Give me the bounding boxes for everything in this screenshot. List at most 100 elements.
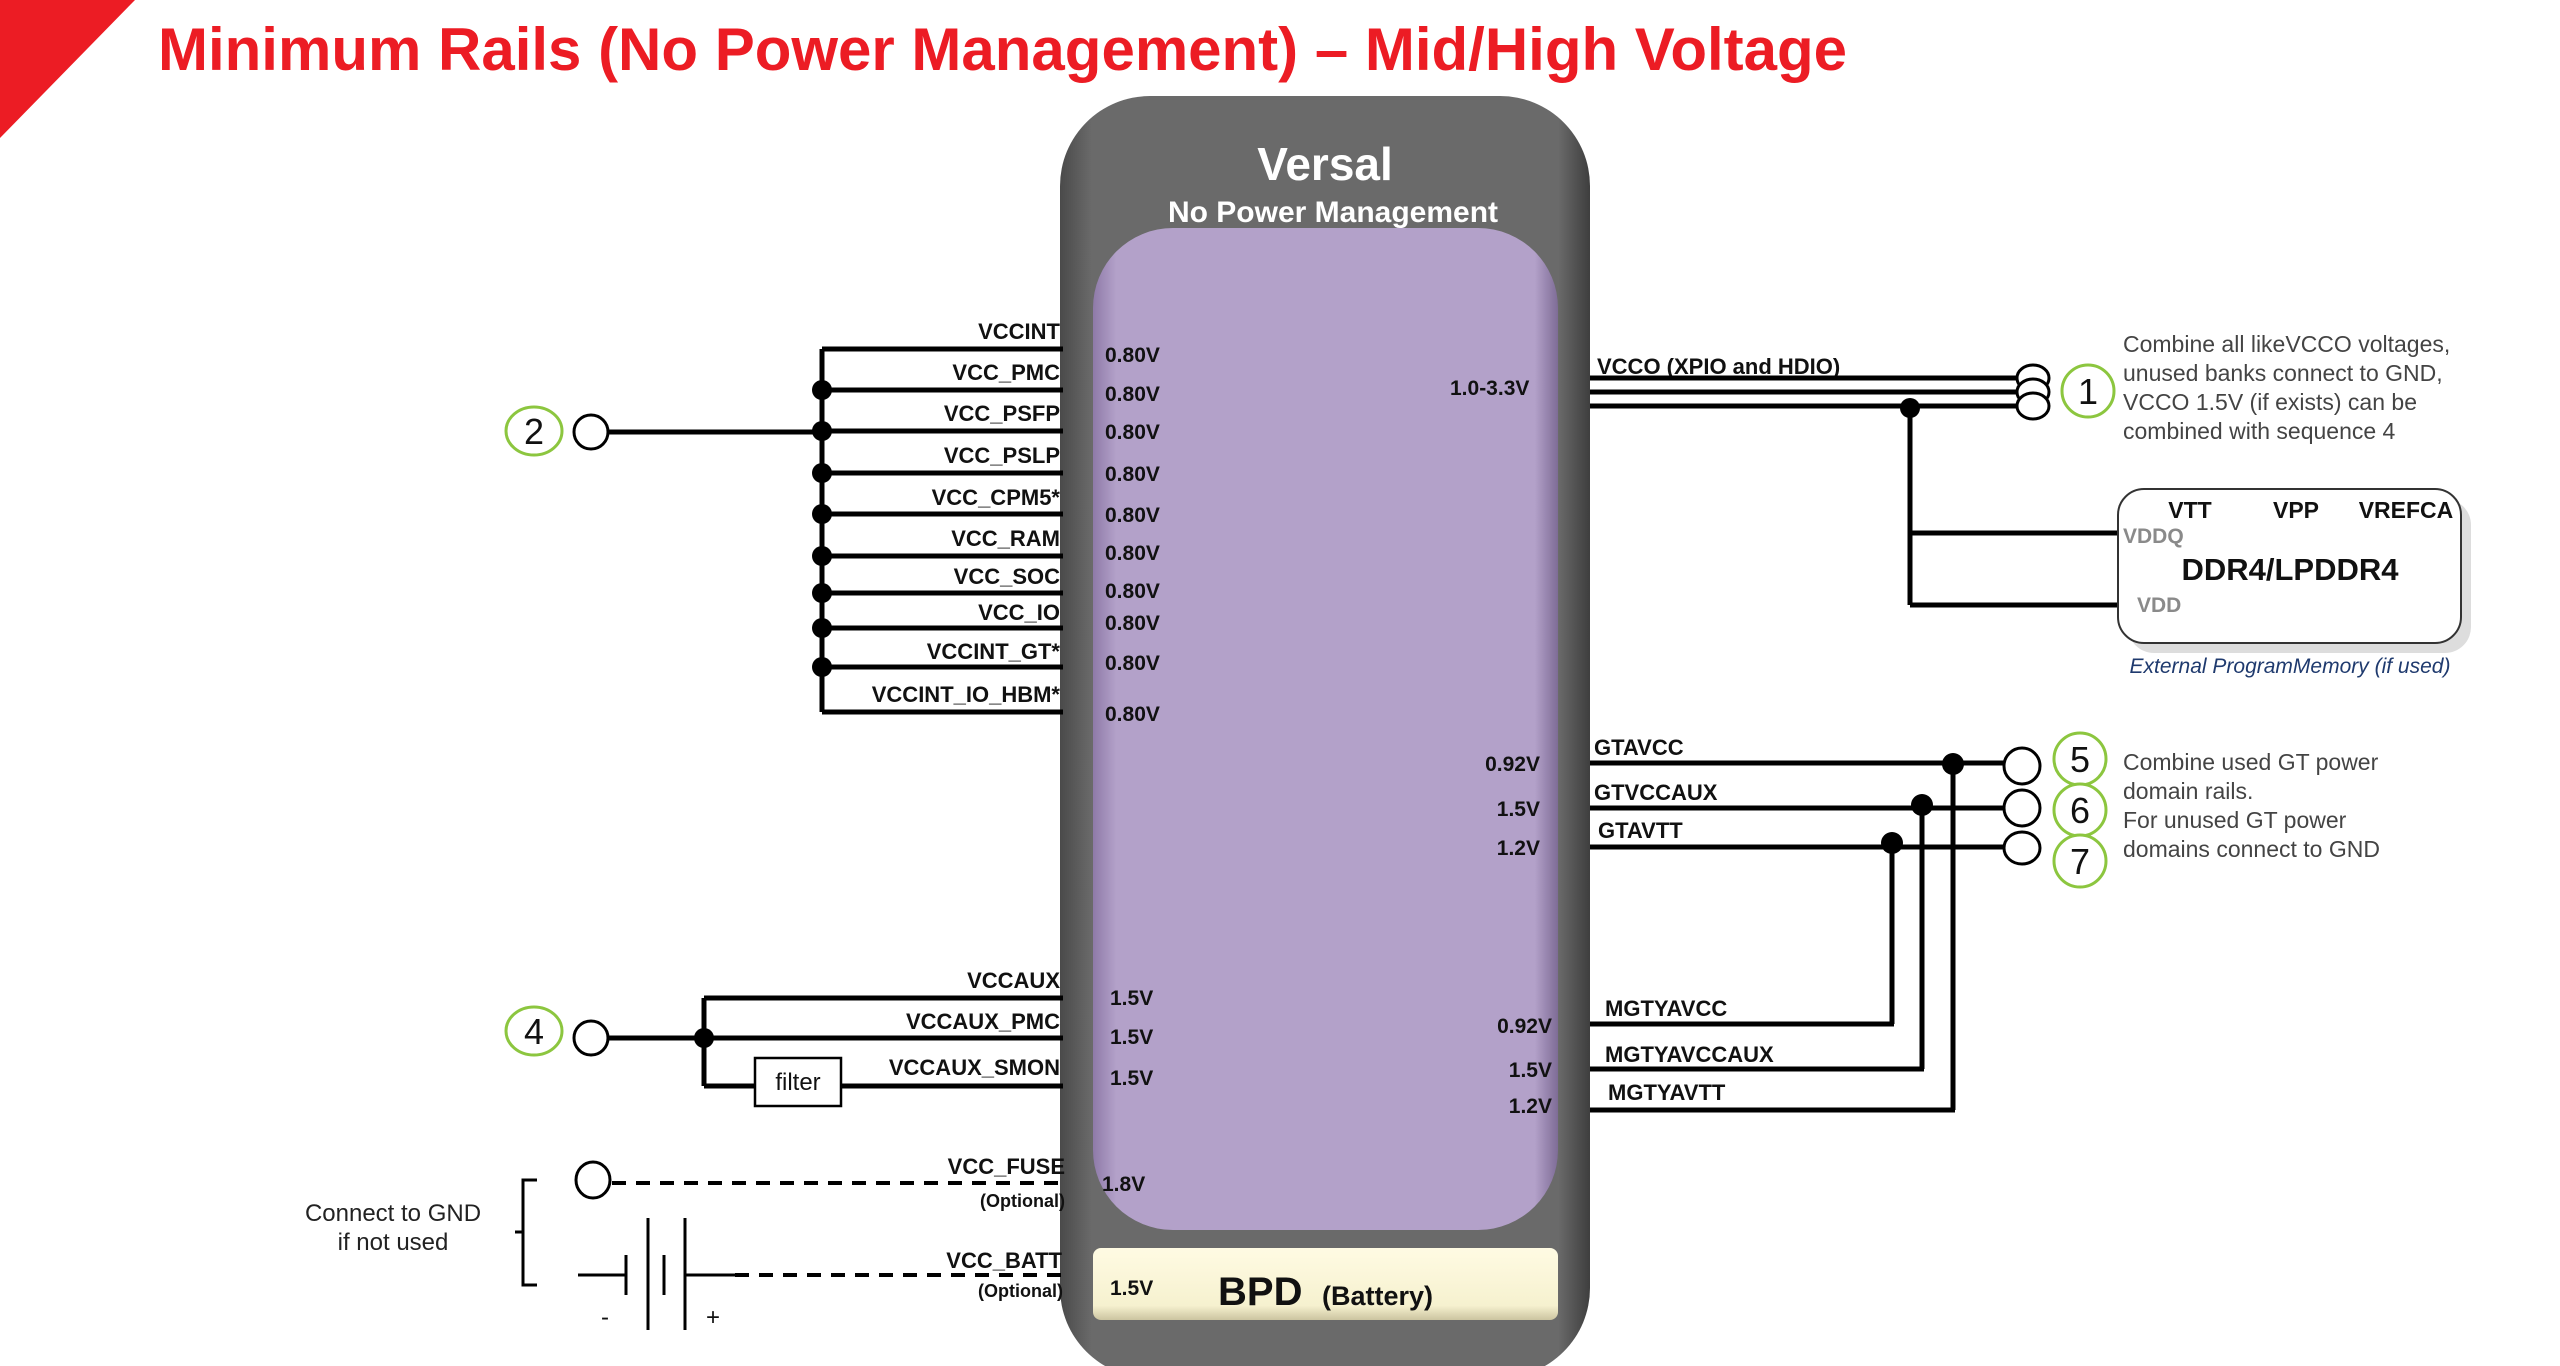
ddr-pin: VTT <box>2168 497 2211 523</box>
note-line: VCCO 1.5V (if exists) can be <box>2123 389 2417 415</box>
rail-label: VCC_CPM5* <box>932 485 1061 510</box>
ddr-title: DDR4/LPDDR4 <box>2181 552 2399 587</box>
gnd-note-line: if not used <box>338 1229 449 1256</box>
sequence-marker <box>2060 363 2116 419</box>
terminal-circle[interactable] <box>572 1019 610 1057</box>
rail-voltage: 0.80V <box>1105 703 1160 726</box>
sequence-number: 4 <box>524 1011 544 1052</box>
note-line: unused banks connect to GND, <box>2123 360 2443 386</box>
rail-row: VCC_PSFP 0.80V <box>812 401 1160 444</box>
chip-core-region <box>1093 228 1558 1230</box>
bpd-sub: (Battery) <box>1322 1281 1433 1311</box>
rail-voltage: 1.8V <box>1102 1173 1145 1196</box>
terminal-circle[interactable] <box>2015 391 2051 421</box>
rail-row: VCCINT 0.80V <box>822 319 1160 367</box>
rail-voltage: 1.5V <box>1509 1059 1552 1082</box>
optional-rails: VCC_FUSE (Optional) 1.8V - + VCC_BATT (O… <box>305 1154 1145 1331</box>
optional-tag: (Optional) <box>980 1191 1065 1211</box>
rail-label: VCCINT <box>978 319 1060 344</box>
rail-label: VCC_IO <box>978 600 1060 625</box>
rail-group-sequence-2: VCCINT0.80VVCC_PMC0.80VVCC_PSFP0.80VVCC_… <box>812 319 1160 726</box>
rail-row: VCC_CPM5* 0.80V <box>812 485 1160 527</box>
vcco-rails: 1.0-3.3V VCCO (XPIO and HDIO) 1 <box>1450 354 2118 608</box>
note-line: domain rails. <box>2123 778 2253 804</box>
rail-voltage: 1.2V <box>1509 1095 1552 1118</box>
rail-row: VCC_IO 0.80V <box>812 600 1160 638</box>
rail-label: GTAVTT <box>1598 818 1683 843</box>
rail-voltage: 0.80V <box>1105 580 1160 603</box>
rail-voltage: 1.5V <box>1110 1067 1153 1090</box>
battery-plus: + <box>706 1304 720 1331</box>
sequence-marker <box>2052 833 2108 889</box>
rail-label: VCCAUX_SMON <box>889 1055 1060 1080</box>
mgt-rails: MGTYAVCC MGTYAVCCAUX MGTYAVTT 0.92V 1.5V… <box>1497 996 1955 1118</box>
sequence-number: 7 <box>2070 841 2090 882</box>
rail-voltage: 1.5V <box>1110 1026 1153 1049</box>
slide-title: Minimum Rails (No Power Management) – Mi… <box>158 16 1847 83</box>
rail-row: VCCINT_GT*0.80V <box>812 639 1160 677</box>
filter-box <box>753 1056 843 1108</box>
vcco-label: VCCO (XPIO and HDIO) <box>1597 354 1840 379</box>
rail-label: VCC_PMC <box>952 360 1060 385</box>
rail-voltage: 0.80V <box>1105 542 1160 565</box>
battery-minus: - <box>601 1304 609 1331</box>
rail-row: VCC_RAM 0.80V <box>812 526 1160 566</box>
bpd-voltage: 1.5V <box>1110 1277 1153 1300</box>
rail-label: VCC_PSFP <box>944 401 1060 426</box>
ddr-memory-block: VTT VPP VREFCA VDDQ DDR4/LPDDR4 VDD Exte… <box>2117 488 2471 678</box>
rail-label: VCCAUX <box>967 968 1060 993</box>
rail-label: MGTYAVTT <box>1608 1080 1726 1105</box>
rail-label: VCC_SOC <box>954 564 1060 589</box>
vcco-note: Combine all likeVCCO voltages, unused ba… <box>2123 331 2450 444</box>
terminal-circle[interactable] <box>2002 746 2042 786</box>
rail-group-sequence-4: 4 filter VCCAUX VCCAUX_PMC VCCAUX_SMON 1… <box>504 968 1153 1108</box>
gt-note: Combine used GT power domain rails. For … <box>2123 749 2380 862</box>
note-line: Combine all likeVCCO voltages, <box>2123 331 2450 357</box>
terminal-circle[interactable] <box>2002 788 2042 828</box>
rail-label: VCCINT_IO_HBM* <box>872 682 1061 707</box>
chip-subtitle: No Power Management <box>1168 196 1498 229</box>
sequence-number: 2 <box>524 411 544 452</box>
rail-voltage: 1.5V <box>1110 987 1153 1010</box>
rail-voltage: 0.80V <box>1105 421 1160 444</box>
bracket-icon <box>515 1178 537 1287</box>
ddr-pin: VREFCA <box>2359 497 2454 523</box>
rail-label: VCC_RAM <box>951 526 1060 551</box>
rail-label: MGTYAVCC <box>1605 996 1727 1021</box>
rail-voltage: 0.92V <box>1497 1015 1552 1038</box>
sequence-marker <box>504 1005 564 1057</box>
terminal-circle[interactable] <box>2002 830 2042 866</box>
rail-voltage: 0.92V <box>1485 753 1540 776</box>
vcc-fuse-terminal[interactable] <box>574 1160 612 1200</box>
note-line: combined with sequence 4 <box>2123 418 2396 444</box>
gnd-note-line: Connect to GND <box>305 1200 481 1227</box>
sequence-marker <box>504 405 564 457</box>
rail-voltage: 1.5V <box>1497 798 1540 821</box>
filter-label: filter <box>775 1069 820 1096</box>
rail-voltage: 0.80V <box>1105 504 1160 527</box>
sequence-2-input: 2 <box>504 405 820 457</box>
sequence-number: 5 <box>2070 739 2090 780</box>
bpd-label: BPD <box>1218 1270 1302 1314</box>
ddr-box <box>2117 488 2462 644</box>
chip-name: Versal <box>1257 138 1393 190</box>
terminal-circle[interactable] <box>572 413 610 451</box>
corner-accent <box>0 0 135 138</box>
rail-label: GTVCCAUX <box>1594 780 1718 805</box>
sequence-number: 6 <box>2070 790 2090 831</box>
rail-voltage: 0.80V <box>1105 463 1160 486</box>
rail-label: VCC_FUSE <box>948 1154 1065 1179</box>
rail-row: VCCINT_IO_HBM* 0.80V <box>822 682 1160 726</box>
rail-voltage: 0.80V <box>1105 612 1160 635</box>
rail-voltage: 1.2V <box>1497 837 1540 860</box>
note-line: Combine used GT power <box>2123 749 2379 775</box>
versal-chip: Versal No Power Management 1.5V BPD (Bat… <box>1060 96 1590 1366</box>
sequence-number: 1 <box>2078 371 2098 412</box>
rail-voltage: 0.80V <box>1105 344 1160 367</box>
note-line: domains connect to GND <box>2123 836 2380 862</box>
battery-icon: - + <box>578 1218 735 1331</box>
ddr-vddq: VDDQ <box>2123 525 2184 548</box>
